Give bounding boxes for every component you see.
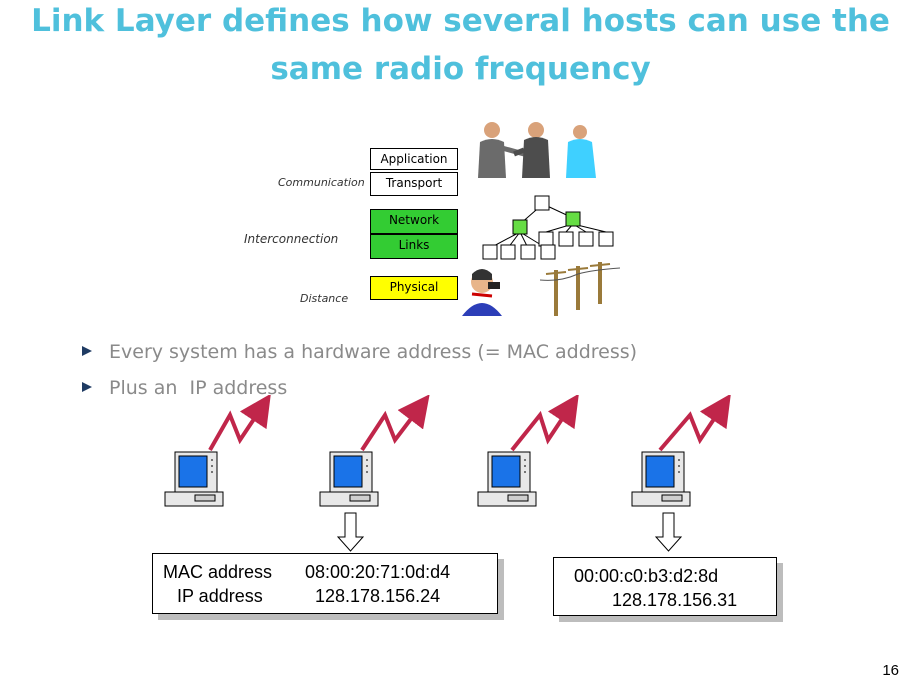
radio-wave-icon [510, 395, 579, 452]
network-tree-icon [482, 195, 614, 260]
address-box-host-2: MAC address 08:00:20:71:0d:d4 IP address… [152, 553, 498, 614]
mac-address-value: 00:00:c0:b3:d2:8d [574, 566, 719, 586]
label-interconnection: Interconnection [244, 232, 339, 246]
telephone-worker-icon [462, 269, 502, 316]
radio-wave-icon [360, 395, 430, 452]
host-computer-1 [164, 395, 271, 507]
ip-address-value: 128.178.156.24 [315, 586, 441, 606]
host-computer-3 [477, 395, 579, 507]
down-arrow-icon [336, 512, 365, 552]
bullet-item-2: Plus an IP address [82, 377, 287, 399]
layer-physical: Physical [370, 276, 458, 300]
slide-title-line1: Link Layer defines how several hosts can… [31, 3, 890, 39]
mac-address-value: 08:00:20:71:0d:d4 [305, 562, 451, 582]
label-communication: Communication [278, 176, 365, 189]
bullet-triangle-icon [82, 345, 92, 356]
host-computer-2 [319, 395, 430, 507]
page-number: 16 [882, 662, 899, 679]
radio-wave-icon [208, 395, 271, 451]
business-people-icon [478, 122, 596, 178]
host-computer-4 [631, 395, 731, 507]
hosts-diagram [164, 395, 731, 552]
bullet-triangle-icon [82, 381, 92, 392]
address-box-host-4: 00:00:c0:b3:d2:8d 128.178.156.31 [553, 557, 777, 616]
down-arrow-icon [654, 512, 683, 552]
label-distance: Distance [300, 292, 349, 305]
layer-transport: Transport [370, 172, 458, 196]
slide-title-line2: same radio frequency [270, 51, 651, 87]
layer-links: Links [370, 234, 458, 259]
bullet-item-1: Every system has a hardware address (= M… [82, 341, 637, 363]
radio-wave-icon [658, 395, 731, 452]
layer-network: Network [370, 209, 458, 234]
mac-address-label: MAC address [163, 562, 273, 582]
telephone-poles-icon [540, 262, 620, 316]
ip-address-value: 128.178.156.31 [612, 590, 738, 610]
ip-address-label: IP address [177, 586, 263, 606]
layer-application: Application [370, 148, 458, 170]
